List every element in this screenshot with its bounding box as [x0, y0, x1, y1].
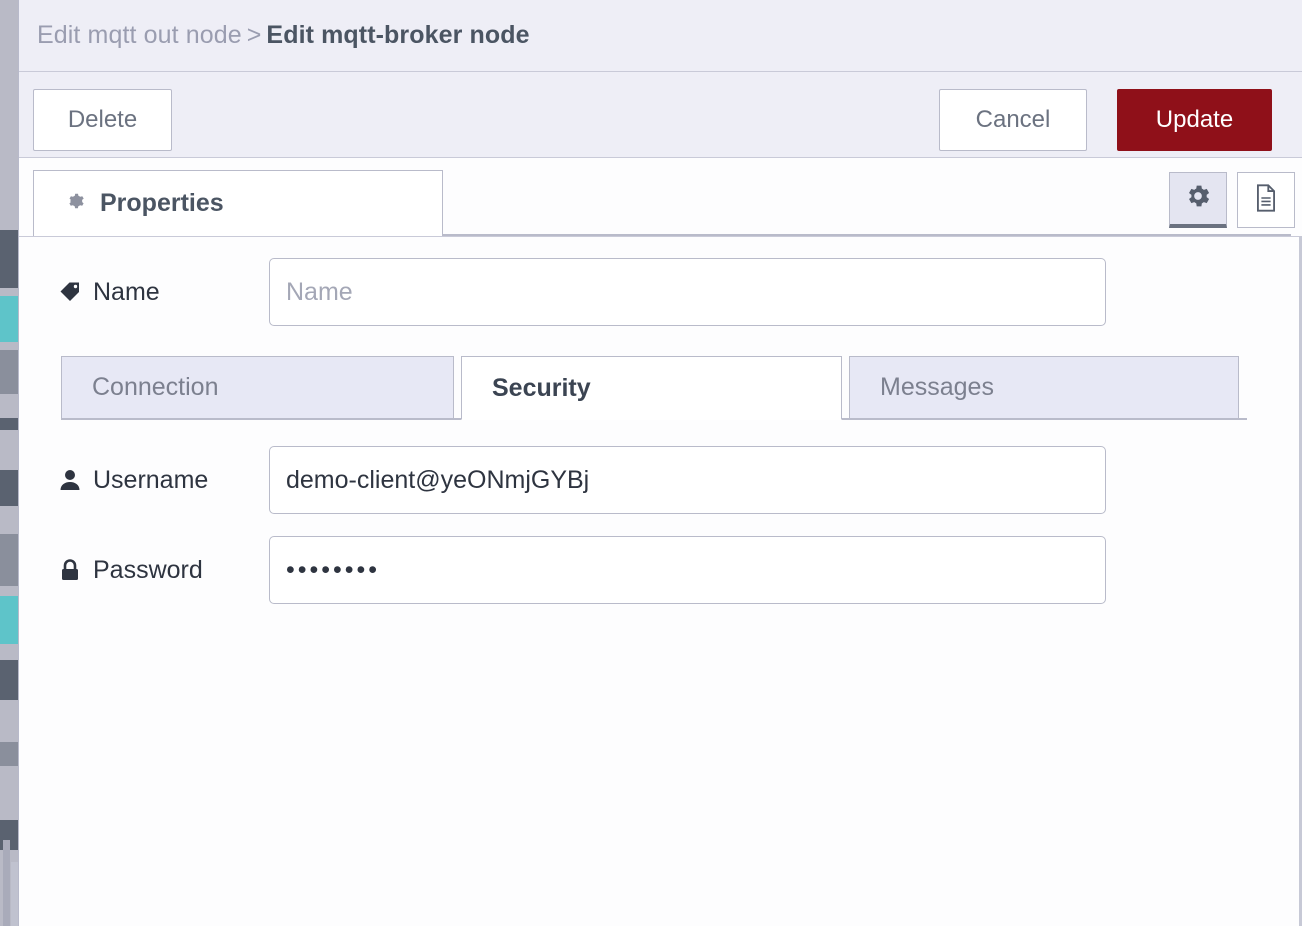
dialog-toolbar: Delete Cancel Update: [19, 72, 1302, 158]
canvas-node: [0, 470, 18, 506]
description-tab-button[interactable]: [1237, 172, 1295, 228]
tag-icon: [57, 280, 83, 304]
settings-tab-button[interactable]: [1169, 172, 1227, 228]
delete-button[interactable]: Delete: [33, 89, 172, 151]
subtab-connection[interactable]: Connection: [61, 356, 454, 419]
breadcrumb-parent[interactable]: Edit mqtt out node: [37, 21, 242, 49]
canvas-scrollbar[interactable]: [3, 840, 10, 926]
username-input[interactable]: [269, 446, 1106, 514]
breadcrumb: Edit mqtt out node>Edit mqtt-broker node: [37, 21, 530, 50]
canvas-node: [0, 742, 18, 766]
cancel-button[interactable]: Cancel: [939, 89, 1087, 151]
username-label: Username: [57, 466, 208, 495]
username-label-text: Username: [93, 465, 209, 494]
dialog-body: Name Connection Security Messages: [19, 236, 1302, 926]
canvas-node: [0, 596, 18, 644]
canvas-node: [0, 296, 18, 342]
name-label: Name: [57, 278, 160, 307]
canvas-node: [0, 660, 18, 700]
user-icon: [57, 468, 83, 492]
lock-icon: [57, 558, 83, 582]
flow-canvas-sliver: [0, 0, 18, 926]
tab-properties[interactable]: Properties: [33, 170, 443, 236]
canvas-node: [0, 418, 18, 430]
update-button[interactable]: Update: [1117, 89, 1272, 151]
sub-tabbar: Connection Security Messages: [61, 356, 1291, 421]
password-input[interactable]: ••••••••: [269, 536, 1106, 604]
dialog-scrollbar[interactable]: [1299, 236, 1302, 926]
name-input[interactable]: [269, 258, 1106, 326]
canvas-node: [0, 350, 18, 394]
subtab-messages[interactable]: Messages: [849, 356, 1239, 419]
gear-icon: [1184, 182, 1212, 215]
password-label-text: Password: [93, 555, 203, 584]
document-icon: [1252, 183, 1280, 218]
canvas-node: [0, 534, 18, 586]
canvas-node: [0, 230, 18, 288]
subtab-security[interactable]: Security: [461, 356, 842, 420]
gear-icon: [62, 189, 86, 218]
name-label-text: Name: [93, 277, 160, 306]
tab-properties-label: Properties: [100, 189, 224, 217]
canvas-scrollbar-thumb[interactable]: [11, 862, 18, 926]
dialog-tabstrip: Properties: [19, 158, 1302, 236]
breadcrumb-current: Edit mqtt-broker node: [266, 21, 530, 49]
password-masked-value: ••••••••: [286, 555, 381, 584]
edit-node-dialog: Edit mqtt out node>Edit mqtt-broker node…: [18, 0, 1302, 926]
dialog-header: Edit mqtt out node>Edit mqtt-broker node: [19, 0, 1302, 72]
breadcrumb-separator: >: [246, 21, 262, 49]
tabstrip-underline: [443, 234, 1291, 236]
password-label: Password: [57, 556, 203, 585]
